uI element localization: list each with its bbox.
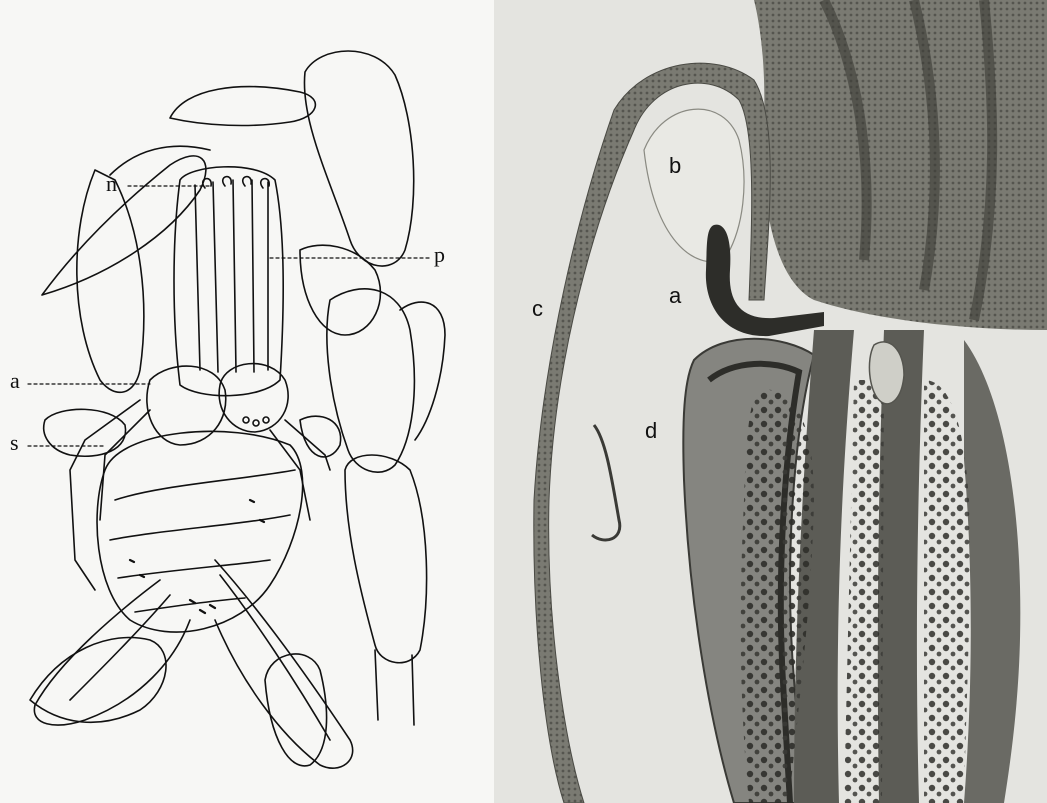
bee-legs-right — [270, 420, 330, 520]
petal-edge — [400, 302, 445, 440]
bee-abdomen — [97, 431, 303, 632]
petal-right-mid — [300, 245, 380, 335]
granules-center — [844, 380, 884, 803]
abdomen-bands — [110, 470, 295, 612]
stamen-lines — [195, 180, 268, 372]
flower-bee-drawing — [0, 0, 494, 803]
lip-left — [44, 409, 126, 456]
petal-top-left — [170, 87, 315, 126]
granules-right — [924, 380, 970, 803]
wing-left — [34, 580, 190, 725]
hair-stipple — [130, 500, 264, 613]
cavity-b — [644, 109, 744, 262]
small-body — [869, 342, 904, 404]
petal-bottom-mid — [265, 654, 327, 766]
illustration-bee-on-flower: n p a s — [0, 0, 494, 803]
label-a-left: a — [10, 370, 20, 392]
label-c: c — [532, 298, 543, 320]
label-d: d — [645, 420, 657, 442]
floral-tube — [345, 455, 427, 663]
micrograph-section: b a c d — [494, 0, 1047, 803]
petal-left — [77, 170, 144, 392]
label-p: p — [434, 244, 445, 266]
label-b: b — [669, 155, 681, 177]
label-s: s — [10, 432, 19, 454]
bee-legs-left — [70, 400, 150, 590]
petal-bottom-left — [30, 638, 166, 723]
sepal-upper-left — [42, 156, 206, 295]
label-n: n — [106, 173, 117, 195]
wing-veins — [70, 575, 330, 740]
inclusion — [592, 425, 620, 540]
micrograph-drawing — [494, 0, 1047, 803]
column-far-right — [964, 340, 1020, 803]
column — [174, 167, 283, 396]
tissue-upper-right — [754, 0, 1047, 330]
petal-top-right — [304, 51, 413, 266]
label-a-right: a — [669, 285, 681, 307]
